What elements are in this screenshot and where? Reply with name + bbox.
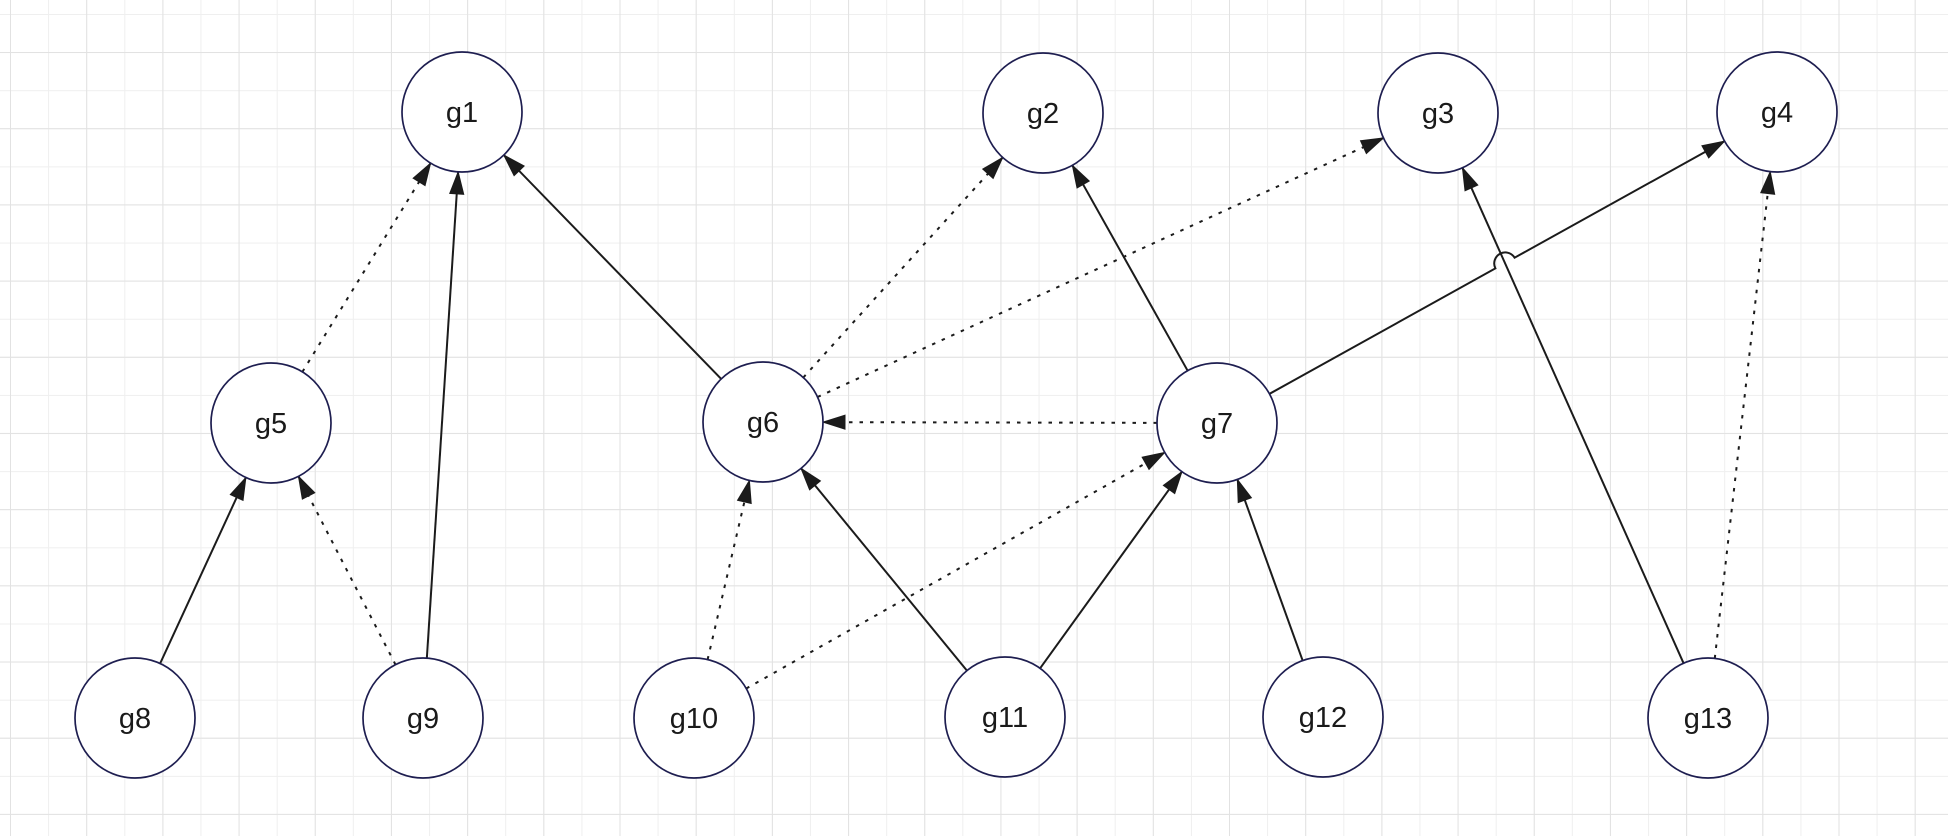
node-g13[interactable]: g13 <box>1647 657 1769 779</box>
node-g4-label: g4 <box>1761 97 1793 129</box>
node-g4[interactable]: g4 <box>1716 51 1838 173</box>
node-g5[interactable]: g5 <box>210 362 332 484</box>
edge-g8-g5[interactable] <box>159 475 247 664</box>
node-g12[interactable]: g12 <box>1262 656 1384 778</box>
edge-g13-g4[interactable] <box>1713 169 1776 659</box>
edge-g13-g3[interactable] <box>1461 166 1685 664</box>
node-g7-label: g7 <box>1201 408 1233 440</box>
node-g9-label: g9 <box>407 703 439 735</box>
node-g6-circle[interactable] <box>702 361 824 483</box>
edge-g12-g7[interactable] <box>1236 477 1304 661</box>
node-g12-label: g12 <box>1299 702 1347 734</box>
edges-layer <box>159 137 1776 690</box>
node-g11-label: g11 <box>982 702 1028 734</box>
node-g10-circle[interactable] <box>633 657 755 779</box>
edge-g6-g2[interactable] <box>802 156 1004 379</box>
node-g13-circle[interactable] <box>1647 657 1769 779</box>
node-g11[interactable]: g11 <box>944 656 1066 778</box>
node-g11-circle[interactable] <box>944 656 1066 778</box>
node-g1[interactable]: g1 <box>401 51 523 173</box>
node-g10[interactable]: g10 <box>633 657 755 779</box>
node-g8[interactable]: g8 <box>74 657 196 779</box>
node-g1-label: g1 <box>446 97 478 129</box>
node-g8-label: g8 <box>119 703 151 735</box>
node-g8-circle[interactable] <box>74 657 196 779</box>
node-g2[interactable]: g2 <box>982 52 1104 174</box>
edge-g9-g1[interactable] <box>425 170 465 659</box>
node-g9-circle[interactable] <box>362 657 484 779</box>
node-g12-circle[interactable] <box>1262 656 1384 778</box>
node-g7[interactable]: g7 <box>1156 362 1278 484</box>
edge-g7-g4[interactable] <box>1268 140 1726 395</box>
edge-g7-g6[interactable] <box>821 414 1158 430</box>
node-g7-circle[interactable] <box>1156 362 1278 484</box>
node-g13-label: g13 <box>1684 703 1732 735</box>
edge-g10-g6[interactable] <box>706 478 752 660</box>
edge-g5-g1[interactable] <box>301 161 432 373</box>
node-g5-circle[interactable] <box>210 362 332 484</box>
node-g5-label: g5 <box>255 408 287 440</box>
edge-g6-g1[interactable] <box>502 153 722 380</box>
edge-g9-g5[interactable] <box>297 474 397 666</box>
edge-g7-g2[interactable] <box>1071 163 1189 372</box>
node-g10-label: g10 <box>670 703 718 735</box>
edge-g11-g6[interactable] <box>800 467 968 672</box>
node-g3[interactable]: g3 <box>1377 52 1499 174</box>
node-g4-circle[interactable] <box>1716 51 1838 173</box>
nodes-layer: g1 g2 g3 g4 g5 g6 g7 g8 g9 g10 g11 g12 g13 <box>74 51 1838 779</box>
edge-g11-g7[interactable] <box>1039 470 1183 669</box>
node-g2-circle[interactable] <box>982 52 1104 174</box>
node-g6[interactable]: g6 <box>702 361 824 483</box>
node-g3-circle[interactable] <box>1377 52 1499 174</box>
node-g1-circle[interactable] <box>401 51 523 173</box>
edge-g10-g7[interactable] <box>745 451 1167 690</box>
node-g3-label: g3 <box>1422 98 1454 130</box>
node-g6-label: g6 <box>747 407 779 439</box>
node-g9[interactable]: g9 <box>362 657 484 779</box>
node-g2-label: g2 <box>1027 98 1059 130</box>
